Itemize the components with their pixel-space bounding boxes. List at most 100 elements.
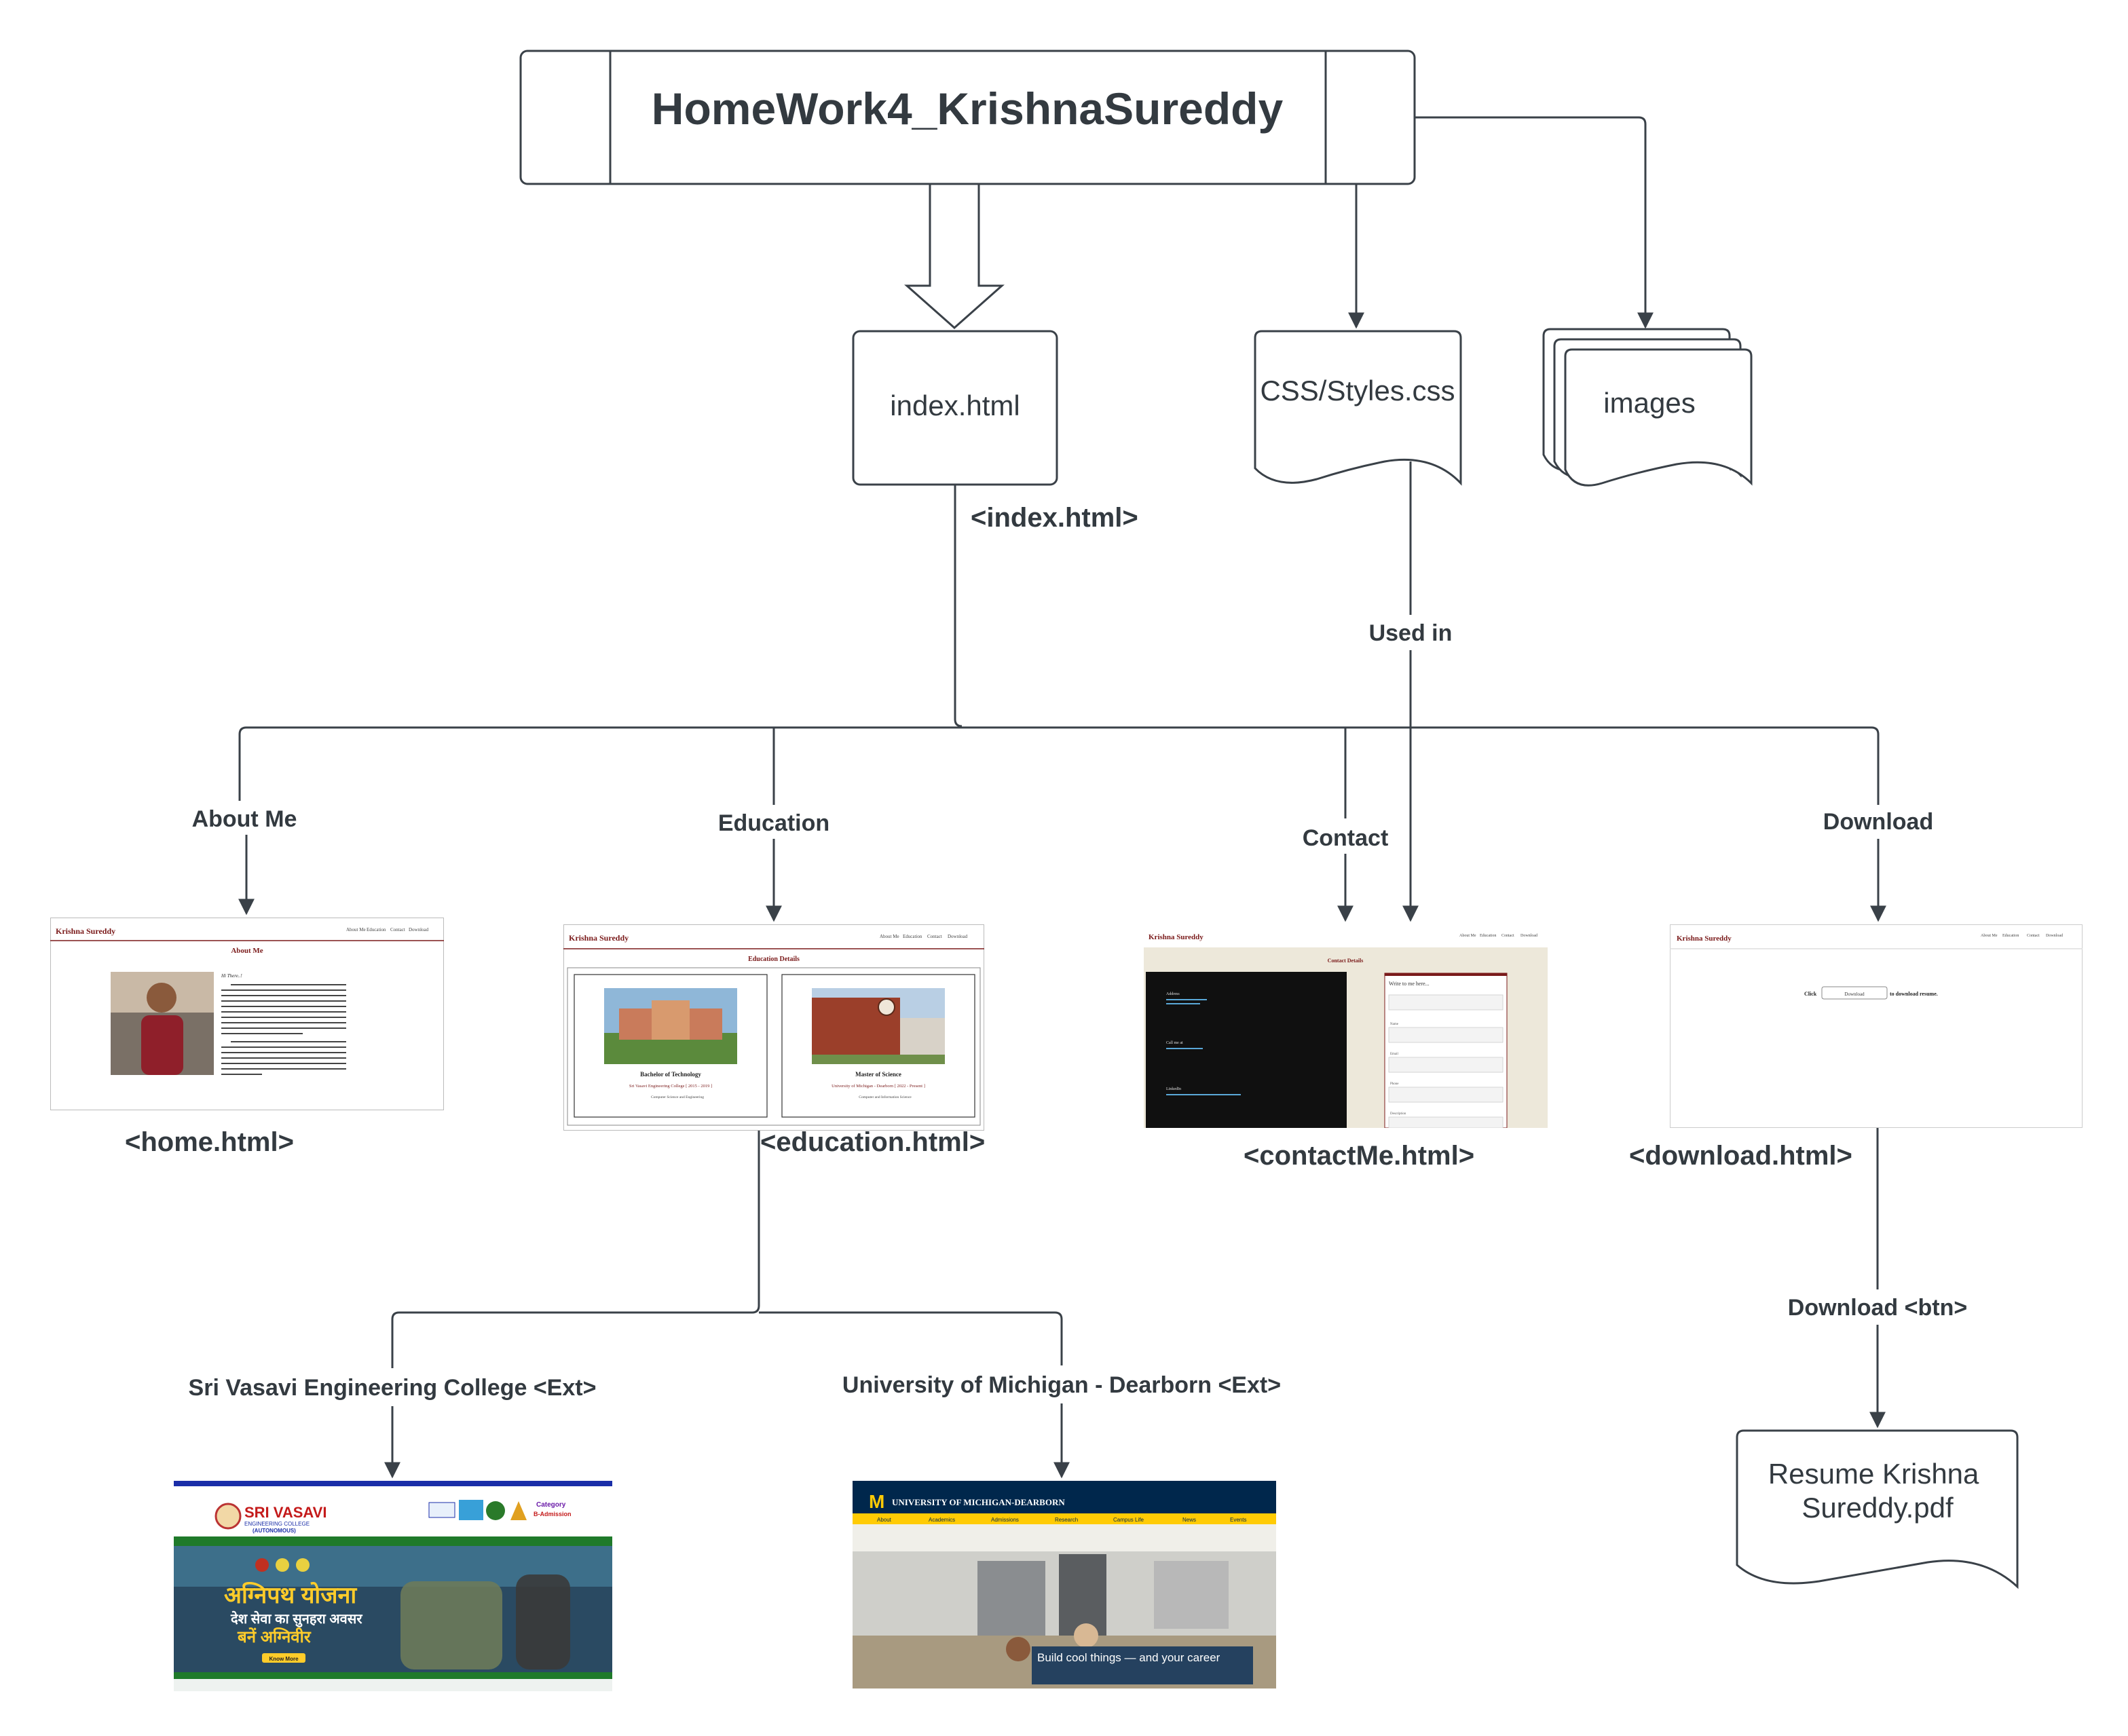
education-tag: <education.html> <box>760 1127 985 1157</box>
css-label: CSS/Styles.css <box>1260 375 1455 407</box>
contact-linkedin-label: LinkedIn <box>1166 1087 1181 1091</box>
home-greeting: Hi There..! <box>221 973 242 979</box>
edu-nav-2: Education <box>903 934 922 939</box>
home-thumbnail: Krishna Sureddy About Me Education Conta… <box>50 918 444 1110</box>
contact-form-title: Write to me here... <box>1389 981 1430 987</box>
dl-nav-2: Education <box>2002 934 2019 938</box>
contact-field-1: Name <box>1390 1023 1399 1026</box>
home-heading: About Me <box>231 947 263 955</box>
contact-address-label: Address <box>1166 992 1180 996</box>
index-bus <box>238 485 1886 922</box>
contact-thumbnail: Krishna Sureddy About Me Education Conta… <box>1144 924 1548 1128</box>
download-btn-label: Download <btn> <box>1788 1295 1967 1321</box>
css-node: CSS/Styles.css <box>1254 330 1462 486</box>
home-brand: Krishna Sureddy <box>56 926 115 936</box>
accreditation-logos <box>428 1500 527 1520</box>
umich-menu-6: News <box>1182 1517 1196 1523</box>
root-node: HomeWork4_KrishnaSureddy <box>519 50 1416 185</box>
banner-emblems <box>255 1558 310 1572</box>
vasavi-admission: B-Admission <box>534 1511 572 1517</box>
root-edges <box>904 116 1654 330</box>
resume-line-1: Resume Krishna <box>1768 1458 1979 1490</box>
download-tag: <download.html> <box>1629 1141 1852 1171</box>
vasavi-logo-seal <box>214 1503 242 1530</box>
index-node: index.html <box>852 330 1058 486</box>
education-ext-edges <box>384 1131 1070 1479</box>
contact-field-4: Description <box>1390 1112 1406 1116</box>
contact-nav-1: About Me <box>1459 934 1476 938</box>
umich-ext-label: University of Michigan - Dearborn <Ext> <box>842 1372 1281 1398</box>
card2-item: Computer and Information Science <box>859 1095 912 1099</box>
contact-field-3: Phone <box>1390 1082 1399 1086</box>
umich-brand: UNIVERSITY OF MICHIGAN-DEARBORN <box>892 1497 1065 1507</box>
home-nav-3: Contact <box>390 927 405 932</box>
master-university-photo <box>812 988 945 1064</box>
contact-call-label: Call me at <box>1166 1041 1183 1045</box>
home-paragraph-lines <box>221 984 346 1075</box>
banner-hi-2: देश सेवा का सुनहरा अवसर <box>230 1610 362 1627</box>
contact-nav-4: Download <box>1520 934 1537 938</box>
home-tag: <home.html> <box>125 1127 294 1157</box>
umich-menu-7: Events <box>1230 1517 1246 1523</box>
images-node: images <box>1542 328 1753 487</box>
home-nav-4: Download <box>409 927 429 932</box>
edge-root-images <box>1415 116 1654 329</box>
contact-nav-3: Contact <box>1501 934 1514 938</box>
vasavi-logo: SRI VASAVI <box>244 1504 326 1521</box>
edu-heading: Education Details <box>748 956 800 963</box>
card2-title: Master of Science <box>855 1071 901 1078</box>
dl-nav-3: Contact <box>2027 934 2040 938</box>
vasavi-auto: (AUTONOMOUS) <box>253 1528 296 1534</box>
umich-menu-4: Research <box>1055 1517 1078 1523</box>
download-label: Download <box>1823 809 1933 835</box>
education-thumbnail: Krishna Sureddy About Me Education Conta… <box>563 924 984 1131</box>
index-tag: <index.html> <box>971 503 1138 533</box>
dl-click: Click <box>1804 991 1817 997</box>
edu-brand: Krishna Sureddy <box>569 933 629 943</box>
contact-heading: Contact Details <box>1328 958 1364 964</box>
vasavi-thumbnail: SRI VASAVI ENGINEERING COLLEGE (AUTONOMO… <box>174 1481 612 1691</box>
vasavi-category: Category <box>536 1501 566 1509</box>
block-arrow <box>904 184 1005 330</box>
index-label: index.html <box>890 390 1020 421</box>
contact-tag: <contactMe.html> <box>1244 1141 1474 1171</box>
umich-menu-1: About <box>877 1517 892 1523</box>
dl-rest: to download resume. <box>1890 991 1938 997</box>
resume-label: Resume Krishna Sureddy.pdf <box>1768 1458 1987 1524</box>
banner-soldiers <box>400 1574 570 1669</box>
education-label: Education <box>718 810 829 836</box>
edu-nav-1: About Me <box>880 934 899 939</box>
download-thumbnail: Krishna Sureddy About Me Education Conta… <box>1670 924 2083 1128</box>
dl-nav-1: About Me <box>1981 934 1998 938</box>
home-nav-2: Education <box>367 927 386 932</box>
contact-label: Contact <box>1303 825 1389 851</box>
dl-nav-4: Download <box>2046 934 2063 938</box>
profile-photo <box>111 972 214 1075</box>
home-nav-1: About Me <box>346 927 366 932</box>
card1-item: Computer Science and Engineering <box>651 1095 704 1099</box>
contact-field-2: Email <box>1390 1053 1399 1056</box>
resume-node: Resume Krishna Sureddy.pdf <box>1736 1429 2019 1589</box>
umich-menu-3: Admissions <box>991 1517 1019 1523</box>
dl-brand: Krishna Sureddy <box>1677 935 1732 943</box>
images-label: images <box>1603 387 1695 419</box>
bachelor-college-photo <box>604 988 737 1064</box>
umich-m-logo: M <box>869 1491 884 1512</box>
resume-line-2: Sureddy.pdf <box>1802 1492 1954 1524</box>
card1-sub: Sri Vasavi Engineering College [ 2015 - … <box>629 1084 712 1089</box>
card2-sub: University of Michigan - Dearborn [ 2022… <box>832 1084 925 1089</box>
vasavi-ext-label: Sri Vasavi Engineering College <Ext> <box>189 1375 597 1401</box>
vasavi-know-more: Know More <box>269 1656 299 1662</box>
banner-hi-1: अग्निपथ योजना <box>224 1581 357 1608</box>
vasavi-sub: ENGINEERING COLLEGE <box>244 1521 310 1527</box>
umich-menu-5: Campus Life <box>1113 1517 1144 1523</box>
umich-tagline: Build cool things — and your career <box>1037 1651 1220 1664</box>
umich-menu-2: Academics <box>929 1517 955 1523</box>
about-me-label: About Me <box>192 806 297 832</box>
edu-nav-4: Download <box>948 934 968 939</box>
contact-nav-2: Education <box>1480 934 1496 938</box>
umich-thumbnail: M UNIVERSITY OF MICHIGAN-DEARBORN About … <box>853 1481 1276 1688</box>
card1-title: Bachelor of Technology <box>640 1071 701 1078</box>
dl-button: Download <box>1844 992 1865 997</box>
